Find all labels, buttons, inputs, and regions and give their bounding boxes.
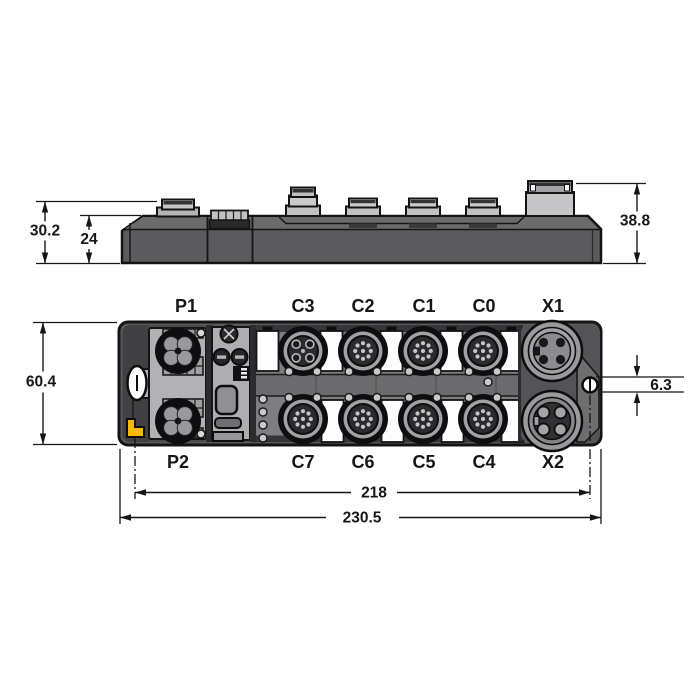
port-label-p1: P1 (175, 296, 197, 316)
dim-value-30-2: 30.2 (30, 223, 60, 240)
side-tray-tick (409, 223, 437, 228)
port-labels-bottom: P2 C7 C6 C5 C4 X2 (167, 452, 564, 472)
side-profile-view: 30.2 24 38.8 (30, 180, 651, 265)
dim-value-230-5: 230.5 (343, 510, 382, 527)
dimension-total-width: 230.5 (120, 510, 601, 527)
dimension-hole-offset: 6.3 (596, 355, 684, 416)
service-window (214, 384, 239, 416)
connector-c4 (458, 394, 508, 444)
dimension-side-total-height: 30.2 (30, 200, 157, 265)
port-label-c0: C0 (472, 296, 495, 316)
port-label-c5: C5 (412, 452, 435, 472)
port-label-x1: X1 (542, 296, 564, 316)
dim-value-218: 218 (361, 485, 387, 502)
connector-c7 (278, 394, 328, 444)
dimension-front-height: 60.4 (26, 321, 117, 446)
screw-hole-top (196, 328, 206, 338)
connector-x1 (520, 319, 584, 383)
side-bump-c3 (285, 186, 321, 217)
service-tab (212, 431, 244, 442)
port-label-c4: C4 (472, 452, 495, 472)
rotary-address-switches (212, 348, 249, 366)
seam (206, 325, 212, 442)
side-bump-p1 (156, 198, 200, 218)
connector-p2 (154, 397, 202, 445)
side-bump-c1 (405, 197, 441, 217)
reference-lines (119, 395, 602, 524)
screw-hole-bottom (196, 429, 206, 439)
port-label-c2: C2 (351, 296, 374, 316)
dim-value-24: 24 (80, 231, 98, 248)
side-service-block (208, 209, 251, 230)
dim-value-6-3: 6.3 (650, 377, 672, 394)
dip-switch-block (233, 366, 249, 381)
dimension-side-connector-height: 38.8 (576, 182, 651, 265)
grounding-clip (126, 418, 145, 438)
port-labels-top: P1 C3 C2 C1 C0 X1 (175, 296, 564, 316)
service-latch (214, 417, 242, 429)
dim-value-38-8: 38.8 (620, 213, 651, 230)
service-screw (219, 324, 239, 344)
side-bump-c0 (465, 197, 501, 217)
port-label-c3: C3 (291, 296, 314, 316)
side-bump-x1 (525, 180, 575, 217)
port-label-c6: C6 (351, 452, 374, 472)
side-bump-c2 (345, 197, 381, 217)
port-label-p2: P2 (167, 452, 189, 472)
dim-value-60-4: 60.4 (26, 374, 57, 391)
seam (250, 325, 256, 442)
port-label-c7: C7 (291, 452, 314, 472)
io-middle-band (256, 374, 518, 396)
dimension-hole-spacing: 218 (135, 485, 590, 502)
side-connector-tray (278, 216, 525, 225)
dimension-side-body-height: 24 (80, 214, 141, 264)
seam (518, 325, 523, 442)
connector-p1 (154, 327, 202, 375)
connector-c6 (338, 394, 388, 444)
connector-c5 (398, 394, 448, 444)
front-view (117, 319, 603, 453)
side-tray-tick (469, 223, 497, 228)
port-label-x2: X2 (542, 452, 564, 472)
port-label-c1: C1 (412, 296, 435, 316)
side-tray-tick (349, 223, 377, 228)
connector-x2 (520, 389, 584, 453)
